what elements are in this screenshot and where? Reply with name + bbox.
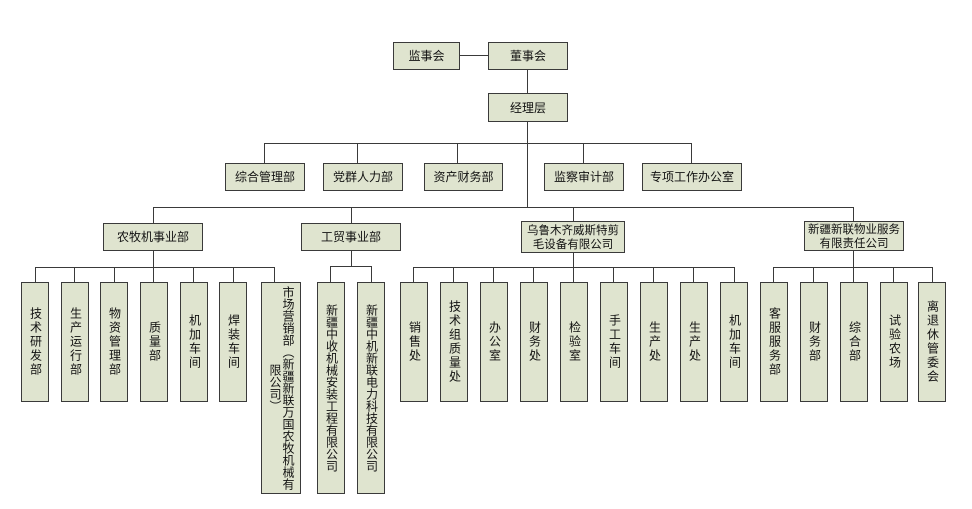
unit-box: 物资管理部	[100, 282, 128, 402]
supervisory-board-box: 监事会	[393, 42, 460, 70]
connector-line	[330, 266, 331, 282]
unit-box: 机加车间	[720, 282, 748, 402]
connector-line	[351, 250, 352, 267]
unit-box: 生产运行部	[61, 282, 89, 402]
connector-line	[573, 207, 574, 221]
connector-line	[264, 143, 692, 144]
connector-line	[153, 207, 854, 208]
connector-line	[35, 267, 36, 282]
board-of-directors-box: 董事会	[488, 42, 568, 70]
department-box: 党群人力部	[323, 163, 403, 191]
unit-box: 技术研发部	[21, 282, 49, 402]
connector-line	[573, 267, 574, 282]
division-box: 农牧机事业部	[103, 223, 203, 251]
unit-box: 生产处	[640, 282, 668, 402]
connector-line	[371, 266, 372, 282]
connector-line	[773, 267, 774, 282]
unit-box: 离退休管委会	[918, 282, 946, 402]
connector-line	[533, 267, 534, 282]
unit-box: 财务部	[800, 282, 828, 402]
connector-line	[853, 207, 854, 221]
connector-line	[413, 267, 414, 282]
connector-line	[193, 267, 194, 282]
unit-box: 客服服务部	[760, 282, 788, 402]
connector-line	[893, 267, 894, 282]
unit-box: 新疆中机新联电力科技有限公司	[357, 282, 385, 494]
unit-box: 机加车间	[180, 282, 208, 402]
unit-box: 技术组质量处	[440, 282, 468, 402]
department-box: 综合管理部	[225, 163, 305, 191]
connector-line	[330, 266, 372, 267]
connector-line	[233, 267, 234, 282]
connector-line	[264, 143, 265, 163]
connector-line	[74, 267, 75, 282]
connector-line	[527, 122, 528, 207]
connector-line	[351, 207, 352, 223]
unit-box: 销售处	[400, 282, 428, 402]
connector-line	[734, 267, 735, 282]
connector-line	[114, 267, 115, 282]
department-box: 专项工作办公室	[642, 163, 742, 191]
unit-box: 检验室	[560, 282, 588, 402]
connector-line	[459, 55, 489, 56]
connector-line	[453, 267, 454, 282]
department-box: 资产财务部	[424, 163, 503, 191]
connector-line	[932, 267, 933, 282]
unit-box: 新疆中收机械安装工程有限公司	[317, 282, 345, 494]
connector-line	[693, 267, 694, 282]
connector-line	[274, 267, 275, 282]
department-box: 监察审计部	[544, 163, 624, 191]
connector-line	[583, 143, 584, 163]
division-box: 新疆新联物业服务有限责任公司	[804, 221, 904, 251]
division-box: 乌鲁木齐威斯特剪毛设备有限公司	[521, 221, 625, 253]
management-box: 经理层	[488, 93, 568, 122]
connector-line	[493, 267, 494, 282]
connector-line	[813, 267, 814, 282]
unit-box: 市场营销部（新疆新联万国农牧机械有限公司）	[261, 282, 301, 494]
connector-line	[457, 143, 458, 163]
unit-box: 生产处	[680, 282, 708, 402]
connector-line	[413, 267, 735, 268]
connector-line	[153, 267, 154, 282]
connector-line	[853, 250, 854, 268]
unit-box: 财务处	[520, 282, 548, 402]
connector-line	[153, 207, 154, 223]
connector-line	[691, 143, 692, 163]
connector-line	[613, 267, 614, 282]
connector-line	[153, 250, 154, 268]
unit-box: 焊装车间	[219, 282, 247, 402]
connector-line	[35, 267, 275, 268]
unit-box: 质量部	[140, 282, 168, 402]
division-box: 工贸事业部	[301, 223, 401, 251]
connector-line	[853, 267, 854, 282]
connector-line	[653, 267, 654, 282]
unit-box: 办公室	[480, 282, 508, 402]
connector-line	[573, 253, 574, 268]
unit-box: 试验农场	[880, 282, 908, 402]
connector-line	[357, 143, 358, 163]
unit-box: 综合部	[840, 282, 868, 402]
unit-box: 手工车间	[600, 282, 628, 402]
connector-line	[527, 69, 528, 93]
